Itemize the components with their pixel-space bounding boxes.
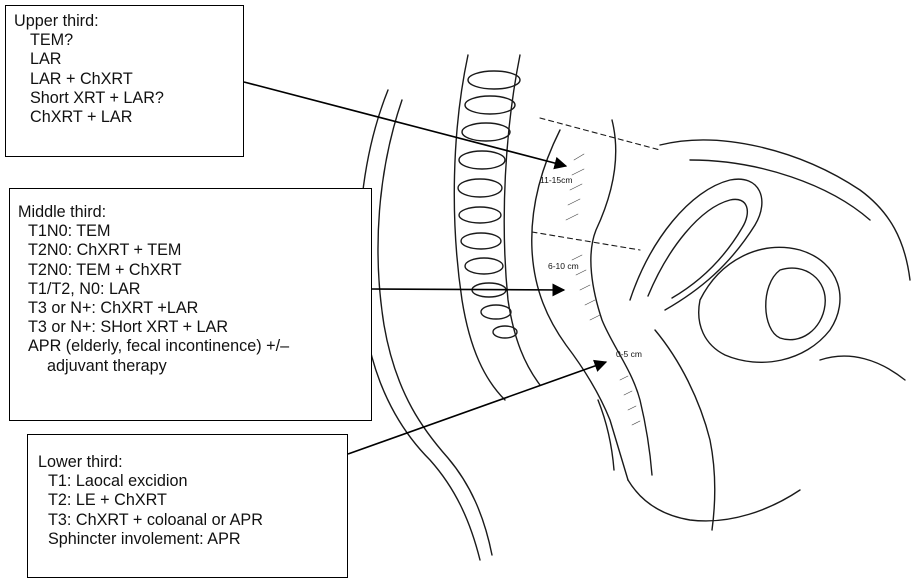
lower-third-heading: Lower third: (38, 453, 347, 472)
upper-item: LAR (14, 50, 243, 69)
spine-outline-right (504, 55, 540, 385)
rectum-wall (591, 120, 652, 475)
middle-item: T3 or N+: SHort XRT + LAR (18, 318, 371, 337)
middle-item: T1/T2, N0: LAR (18, 280, 371, 299)
zone-label-middle: 6-10 cm (548, 261, 579, 271)
spine-outline-left (454, 55, 505, 400)
middle-item: T2N0: ChXRT + TEM (18, 241, 371, 260)
upper-item: Short XRT + LAR? (14, 89, 243, 108)
upper-third-box: Upper third: TEM? LAR LAR + ChXRT Short … (5, 5, 244, 157)
uterus-inner (648, 199, 747, 298)
lower-item: Sphincter involement: APR (38, 530, 347, 549)
lower-item: T3: ChXRT + coloanal or APR (38, 511, 347, 530)
middle-item: T1N0: TEM (18, 222, 371, 241)
lower-item: T1: Laocal excidion (38, 472, 347, 491)
abdominal-wall (660, 140, 910, 280)
upper-item: TEM? (14, 31, 243, 50)
upper-item: LAR + ChXRT (14, 70, 243, 89)
middle-third-heading: Middle third: (18, 203, 371, 222)
abdominal-wall-inner (690, 160, 870, 220)
middle-item: T3 or N+: ChXRT +LAR (18, 299, 371, 318)
upper-item: ChXRT + LAR (14, 108, 243, 127)
pubic-bone (820, 356, 905, 380)
back-contour (359, 90, 480, 560)
middle-item: T2N0: TEM + ChXRT (18, 261, 371, 280)
zone-label-lower: 0-5 cm (616, 349, 642, 359)
zone-boundary-middle (532, 232, 640, 250)
middle-item-continuation: adjuvant therapy (18, 357, 371, 376)
zone-label-upper: 11-15cm (540, 175, 572, 185)
vaginal-canal (655, 330, 715, 530)
lower-item: T2: LE + ChXRT (38, 491, 347, 510)
bladder-outline (699, 247, 840, 362)
arrow-middle (372, 289, 564, 290)
arrow-lower (348, 362, 606, 454)
upper-third-heading: Upper third: (14, 12, 243, 31)
lower-third-box: Lower third: T1: Laocal excidion T2: LE … (27, 434, 348, 578)
arrow-upper (244, 82, 566, 166)
middle-item: APR (elderly, fecal incontinence) +/– (18, 337, 371, 356)
bladder-inner (766, 268, 826, 340)
middle-third-box: Middle third: T1N0: TEM T2N0: ChXRT + TE… (9, 188, 372, 421)
